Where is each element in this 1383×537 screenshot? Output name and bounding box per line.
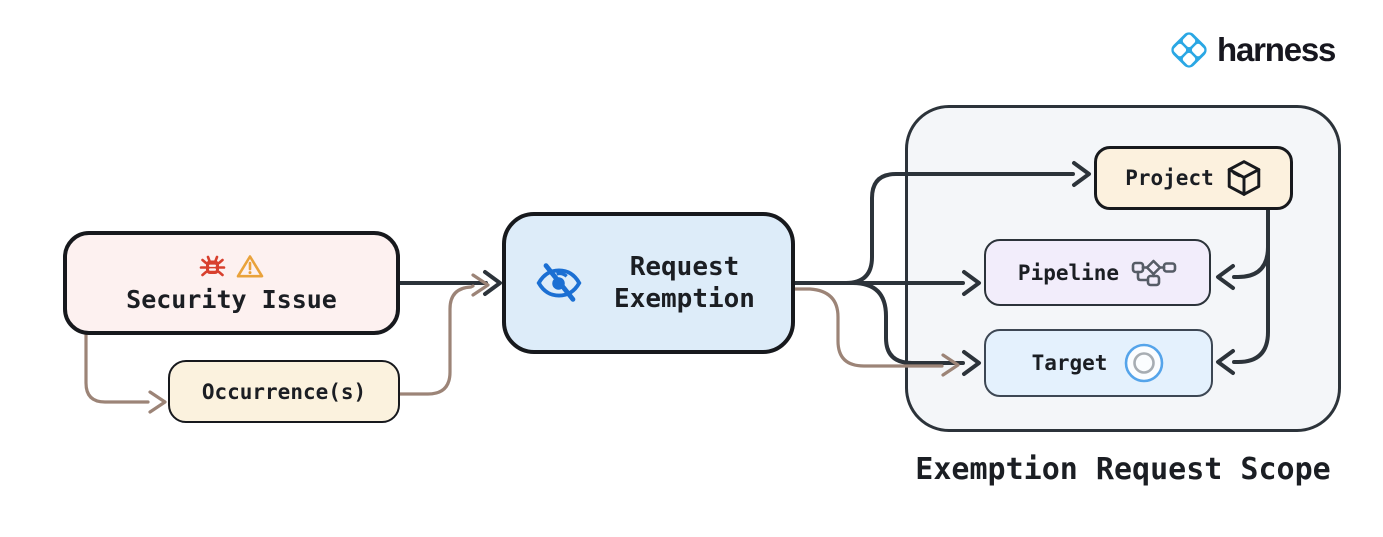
node-target: Target bbox=[984, 329, 1213, 397]
target-label: Target bbox=[1031, 351, 1108, 375]
security-issue-label: Security Issue bbox=[126, 284, 337, 314]
harness-logo-icon bbox=[1171, 32, 1207, 68]
security-issue-icons bbox=[199, 253, 265, 280]
node-security-issue: Security Issue bbox=[63, 231, 400, 335]
node-request-exemption: Request Exemption bbox=[502, 212, 795, 354]
bug-icon bbox=[199, 255, 225, 276]
pipeline-label: Pipeline bbox=[1017, 260, 1120, 285]
exemption-scope-title: Exemption Request Scope bbox=[915, 452, 1331, 487]
edge-occurrence-to-request bbox=[398, 273, 490, 396]
harness-wordmark: harness bbox=[1217, 31, 1336, 68]
edge-security-to-occurrence bbox=[84, 333, 167, 414]
eye-off-icon bbox=[536, 263, 581, 302]
request-exemption-label: Request Exemption bbox=[614, 251, 755, 315]
target-circle-icon bbox=[1125, 343, 1164, 383]
node-pipeline: Pipeline bbox=[984, 239, 1211, 306]
occurrence-label: Occurrence(s) bbox=[201, 379, 367, 404]
package-cube-icon bbox=[1227, 160, 1261, 196]
node-project: Project bbox=[1094, 146, 1293, 210]
pipeline-graph-icon bbox=[1131, 259, 1177, 287]
node-occurrence: Occurrence(s) bbox=[168, 360, 400, 423]
project-label: Project bbox=[1125, 166, 1214, 190]
harness-logo: harness bbox=[1166, 27, 1336, 73]
edge-security-to-request bbox=[398, 270, 502, 296]
warning-icon bbox=[236, 254, 263, 277]
